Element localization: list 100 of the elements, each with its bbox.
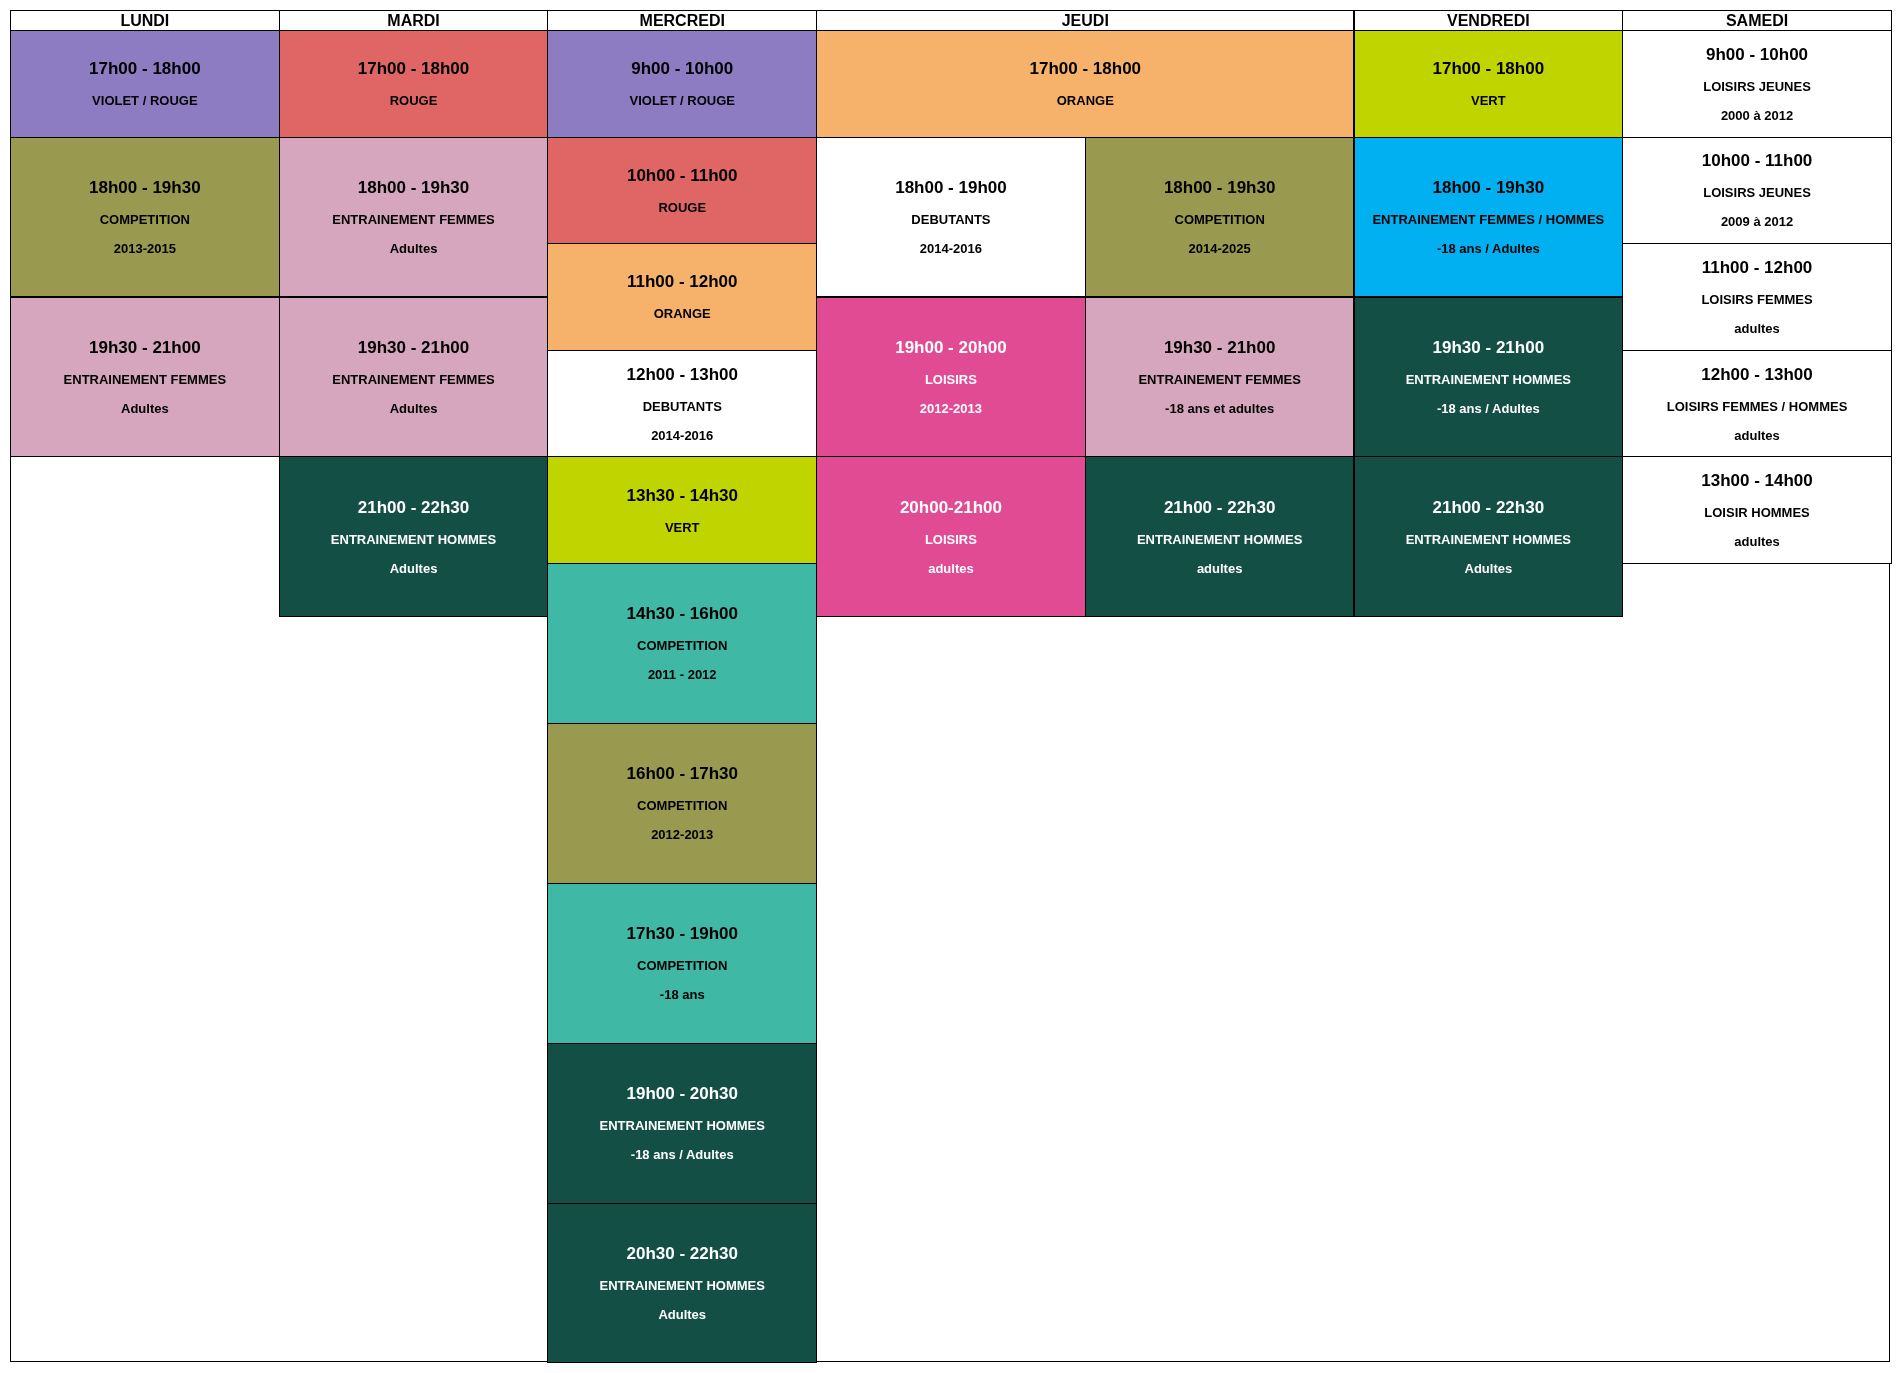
time-range: 9h00 - 10h00 bbox=[631, 59, 734, 80]
group-label: Adultes bbox=[389, 560, 438, 576]
day-name: SAMEDI bbox=[1725, 11, 1789, 30]
activity-label: ORANGE bbox=[1056, 93, 1114, 109]
time-slot-box bbox=[278, 456, 549, 618]
time-range: 17h00 - 18h00 bbox=[357, 59, 470, 80]
activity-label: ROUGE bbox=[389, 93, 438, 109]
time-range: 18h00 - 19h30 bbox=[1163, 178, 1276, 199]
activity-label: ENTRAINEMENT HOMMES bbox=[1405, 371, 1572, 387]
day-name: LUNDI bbox=[120, 11, 170, 30]
time-slot-box bbox=[278, 296, 549, 458]
time-slot-box bbox=[10, 296, 280, 458]
activity-label: DEBUTANTS bbox=[642, 398, 722, 414]
activity-label: ENTRAINEMENT HOMMES bbox=[599, 1278, 765, 1294]
group-label: Adultes bbox=[1464, 560, 1513, 576]
time-range: 10h00 - 11h00 bbox=[626, 165, 738, 186]
time-slot-box bbox=[547, 882, 818, 1044]
group-label: -18 ans / Adultes bbox=[1436, 400, 1540, 416]
activity-label: ENTRAINEMENT HOMMES bbox=[330, 531, 497, 547]
time-range: 12h00 - 13h00 bbox=[626, 364, 738, 385]
group-label: adultes bbox=[1734, 534, 1780, 550]
time-range: 21h00 - 22h30 bbox=[357, 497, 470, 518]
group-label: Adultes bbox=[389, 400, 438, 416]
activity-label: ENTRAINEMENT FEMMES / HOMMES bbox=[1372, 212, 1605, 228]
time-slot-box bbox=[547, 243, 818, 351]
time-slot-box bbox=[1084, 296, 1355, 458]
time-range: 18h00 - 19h00 bbox=[895, 178, 1007, 199]
time-slot-box bbox=[1084, 136, 1355, 298]
activity-label: ENTRAINEMENT FEMMES bbox=[332, 212, 495, 228]
time-range: 19h00 - 20h00 bbox=[895, 337, 1007, 358]
group-label: 2014-2025 bbox=[1188, 241, 1251, 257]
time-range: 13h00 - 14h00 bbox=[1701, 471, 1813, 492]
time-range: 21h00 - 22h30 bbox=[1163, 497, 1276, 518]
time-range: 17h00 - 18h00 bbox=[1432, 59, 1545, 80]
time-slot-box bbox=[10, 30, 280, 138]
activity-label: ENTRAINEMENT HOMMES bbox=[1136, 531, 1303, 547]
group-label: 2014-2016 bbox=[651, 427, 714, 443]
activity-label: ENTRAINEMENT FEMMES bbox=[63, 371, 227, 387]
activity-label: DEBUTANTS bbox=[911, 212, 991, 228]
time-range: 19h30 - 21h00 bbox=[1432, 337, 1545, 358]
time-range: 13h30 - 14h30 bbox=[626, 485, 738, 506]
time-range: 17h30 - 19h00 bbox=[626, 924, 738, 945]
time-slot-box bbox=[1353, 136, 1624, 298]
time-slot-box bbox=[1084, 456, 1355, 618]
time-slot-box bbox=[547, 1042, 818, 1204]
time-range: 18h00 - 19h30 bbox=[1432, 178, 1545, 199]
time-slot-box bbox=[10, 136, 280, 298]
day-name: MERCREDI bbox=[639, 11, 725, 30]
day-name: VENDREDI bbox=[1447, 11, 1530, 30]
group-label: Adultes bbox=[389, 241, 438, 257]
activity-label: ENTRAINEMENT HOMMES bbox=[1405, 531, 1572, 547]
time-range: 12h00 - 13h00 bbox=[1701, 364, 1813, 385]
time-slot-box bbox=[278, 136, 549, 298]
time-slot-box bbox=[1353, 456, 1624, 618]
time-slot-box bbox=[278, 30, 549, 138]
group-label: 2013-2015 bbox=[113, 241, 176, 257]
time-range: 17h00 - 18h00 bbox=[1029, 59, 1142, 80]
activity-label: LOISIR HOMMES bbox=[1704, 505, 1810, 521]
group-label: -18 ans et adultes bbox=[1165, 400, 1275, 416]
activity-label: LOISIRS bbox=[924, 371, 977, 387]
group-label: -18 ans / Adultes bbox=[630, 1147, 734, 1163]
time-slot-box bbox=[1353, 296, 1624, 458]
time-range: 19h30 - 21h00 bbox=[357, 337, 470, 358]
time-slot-box bbox=[816, 456, 1086, 618]
time-range: 9h00 - 10h00 bbox=[1706, 44, 1809, 65]
activity-label: LOISIRS FEMMES / HOMMES bbox=[1666, 398, 1848, 414]
time-range: 17h00 - 18h00 bbox=[89, 59, 201, 80]
group-label: 2012-2013 bbox=[651, 827, 714, 843]
activity-label: LOISIRS JEUNES bbox=[1703, 185, 1811, 201]
activity-label: VIOLET / ROUGE bbox=[92, 93, 198, 109]
activity-label: VERT bbox=[664, 519, 700, 535]
activity-label: COMPETITION bbox=[637, 958, 728, 974]
group-label: 2012-2013 bbox=[919, 400, 982, 416]
group-label: 2014-2016 bbox=[919, 241, 982, 257]
group-label: 2000 à 2012 bbox=[1720, 107, 1794, 123]
time-slot-box bbox=[547, 563, 818, 724]
group-label: adultes bbox=[1734, 321, 1780, 336]
group-label: Adultes bbox=[658, 1307, 707, 1323]
group-label: adultes bbox=[1196, 560, 1243, 576]
time-range: 10h00 - 11h00 bbox=[1701, 151, 1813, 172]
time-range: 11h00 - 12h00 bbox=[626, 272, 738, 293]
time-slot-box bbox=[547, 456, 818, 564]
day-name: MARDI bbox=[387, 11, 440, 30]
time-slot-box bbox=[547, 1202, 818, 1364]
time-range: 20h30 - 22h30 bbox=[626, 1244, 738, 1265]
activity-label: COMPETITION bbox=[637, 798, 728, 814]
time-range: 19h00 - 20h30 bbox=[626, 1084, 738, 1105]
time-range: 16h00 - 17h30 bbox=[626, 764, 738, 785]
time-range: 21h00 - 22h30 bbox=[1432, 497, 1545, 518]
time-slot-box bbox=[547, 722, 818, 884]
time-range: 14h30 - 16h00 bbox=[626, 604, 738, 625]
activity-label: LOISIRS FEMMES bbox=[1701, 292, 1813, 307]
group-label: adultes bbox=[1734, 427, 1780, 443]
time-slot-box bbox=[547, 136, 818, 245]
activity-label: VERT bbox=[1471, 93, 1506, 109]
activity-label: ENTRAINEMENT FEMMES bbox=[332, 371, 495, 387]
activity-label: COMPETITION bbox=[1174, 212, 1265, 228]
time-range: 19h30 - 21h00 bbox=[1163, 337, 1276, 358]
activity-label: ORANGE bbox=[653, 306, 711, 322]
time-slot-box bbox=[816, 296, 1086, 458]
